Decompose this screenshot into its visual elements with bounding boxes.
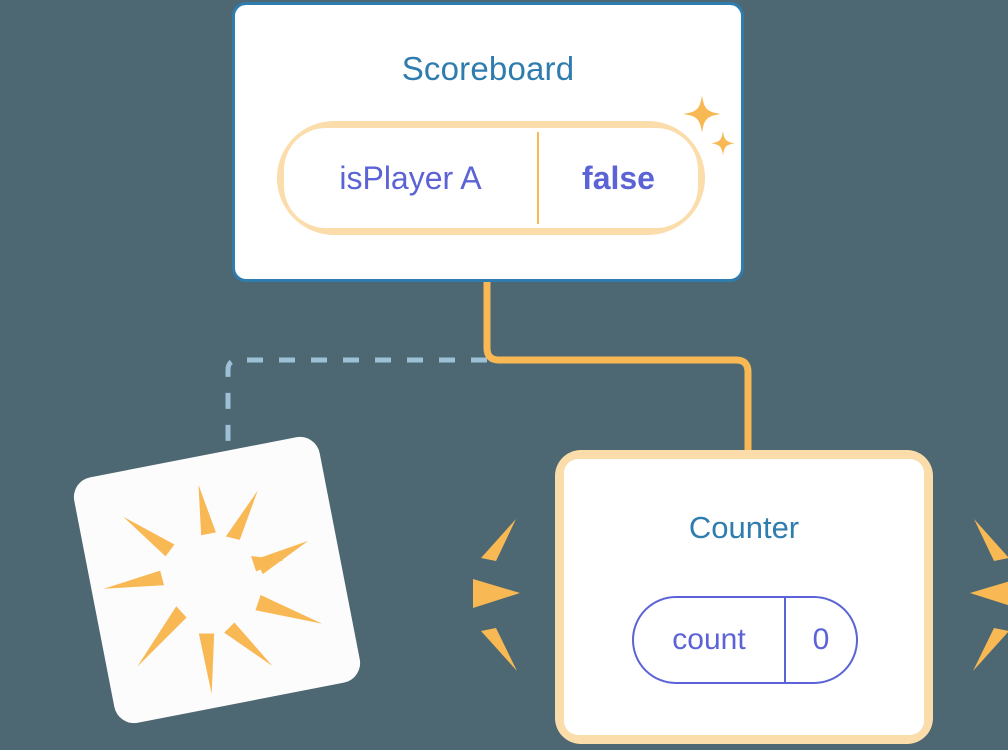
counter-state-value: 0 — [812, 623, 830, 656]
sparkles-icon — [683, 95, 735, 156]
blank-card[interactable] — [70, 433, 364, 727]
scoreboard-card-title: Scoreboard — [401, 50, 575, 87]
counter-state-key: count — [672, 623, 746, 656]
counter-card-title: Counter — [688, 510, 800, 545]
counter-card-inner: Counter count 0 — [564, 459, 924, 735]
connector-solid-scoreboard-to-counter — [483, 282, 752, 462]
scoreboard-card[interactable]: Scoreboard isPlayer A false — [232, 2, 744, 282]
scoreboard-state-pill-inner: isPlayer A false — [284, 128, 698, 228]
scoreboard-state-value: false — [582, 159, 655, 196]
counter-card[interactable]: Counter count 0 — [555, 450, 933, 744]
scoreboard-state-pill-divider — [537, 132, 539, 224]
scoreboard-state-pill[interactable]: isPlayer A false — [277, 121, 705, 235]
counter-state-pill[interactable]: count 0 — [632, 596, 858, 684]
counter-state-pill-divider — [784, 598, 786, 682]
scoreboard-state-key: isPlayer A — [339, 159, 482, 196]
connector-dashed-scoreboard-to-blank — [225, 357, 487, 474]
